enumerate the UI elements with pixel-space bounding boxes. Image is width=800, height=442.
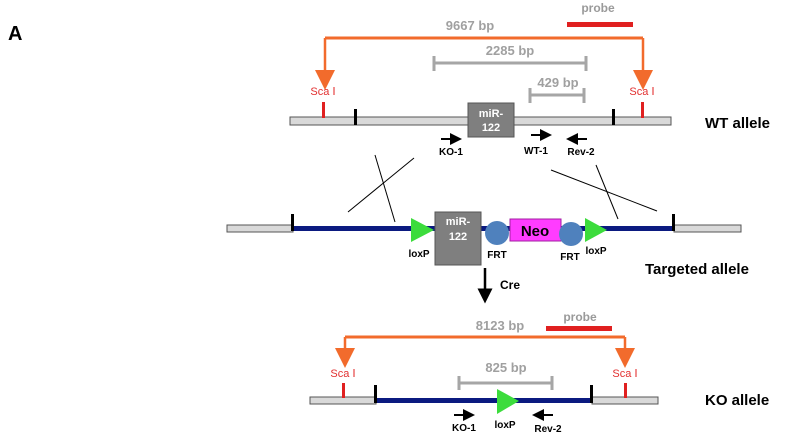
targeted-navy-bar [293, 226, 674, 231]
ko-loxp [497, 389, 519, 414]
recombination-lines [347, 154, 658, 223]
wt-primer-ko1-label: KO-1 [439, 147, 463, 158]
ko-sca-right-site [624, 383, 627, 398]
wt-allele-group: 9667 bp probe 2285 bp 429 bp Sca Ⅰ Sca Ⅰ… [289, 1, 770, 158]
targeted-exon-left [291, 214, 294, 231]
targeted-mir122-label-line1: miR- [446, 216, 471, 228]
targeted-loxp-right-label: loxP [585, 246, 606, 257]
ko-sca-left-site [342, 383, 345, 398]
targeted-mir122-box [434, 211, 482, 266]
ko-fragment-mid-label: 825 bp [485, 360, 526, 375]
wt-exon-left [354, 109, 357, 125]
targeted-loxp-left [411, 218, 434, 242]
wt-sca-right-label: Sca Ⅰ [629, 86, 654, 98]
wt-exon-right [612, 109, 615, 125]
wt-sca-left-label: Sca Ⅰ [310, 86, 335, 98]
targeted-frt-right [559, 222, 583, 246]
crossover-left-a [347, 157, 415, 213]
targeted-allele-group: loxP miR- 122 FRT Neo FRT loxP Targeted … [226, 211, 749, 278]
targeted-loxp-right [585, 218, 607, 242]
wt-primer-rev2-label: Rev-2 [567, 147, 595, 158]
wt-fragment-small-label: 429 bp [537, 75, 578, 90]
ko-exon-left [374, 385, 377, 403]
targeted-frt-left [485, 221, 509, 245]
wt-mir122-label-line2: 122 [482, 122, 500, 134]
panel-letter: A [8, 23, 22, 45]
ko-probe-bar [546, 326, 612, 331]
ko-sca-right-label: Sca Ⅰ [612, 368, 637, 380]
ko-fragment-main-label: 8123 bp [476, 318, 524, 333]
wt-mir122-label-line1: miR- [479, 108, 504, 120]
targeted-neo-label: Neo [521, 223, 549, 240]
wt-fragment-mid-label: 2285 bp [486, 43, 534, 58]
crossover-right-a [550, 169, 658, 212]
wt-fragment-main-label: 9667 bp [446, 18, 494, 33]
targeted-mir122-label-line2: 122 [449, 231, 467, 243]
wt-sca-right-site [641, 102, 644, 118]
ko-flank-left [309, 396, 377, 405]
wt-primer-wt1-label: WT-1 [524, 146, 548, 157]
cre-label: Cre [500, 278, 520, 292]
targeted-frt-left-label: FRT [487, 250, 506, 261]
cre-step: Cre [477, 268, 520, 304]
wt-probe-label: probe [581, 1, 615, 15]
targeted-exon-right [672, 214, 675, 231]
targeted-flank-right [673, 224, 742, 233]
ko-primer-ko1-label: KO-1 [452, 423, 476, 434]
ko-allele-label: KO allele [705, 392, 769, 409]
ko-exon-right [590, 385, 593, 403]
targeted-frt-right-label: FRT [560, 252, 579, 263]
ko-probe-label: probe [563, 310, 597, 324]
ko-loxp-label: loxP [494, 420, 515, 431]
ko-primer-rev2-label: Rev-2 [534, 424, 562, 435]
crossover-right-b [595, 164, 619, 220]
ko-allele-group: 8123 bp probe 825 bp Sca Ⅰ Sca Ⅰ loxP KO… [309, 310, 769, 435]
targeted-allele-label: Targeted allele [645, 261, 749, 278]
targeted-flank-left [226, 224, 294, 233]
wt-probe-bar [567, 22, 633, 27]
wt-allele-label: WT allele [705, 115, 770, 132]
crossover-left-b [374, 154, 396, 223]
wt-sca-left-site [322, 102, 325, 118]
ko-navy-bar [376, 398, 592, 403]
wt-mir122-box [467, 102, 515, 138]
ko-flank-right [591, 396, 659, 405]
targeted-loxp-left-label: loxP [408, 249, 429, 260]
ko-sca-left-label: Sca Ⅰ [330, 368, 355, 380]
